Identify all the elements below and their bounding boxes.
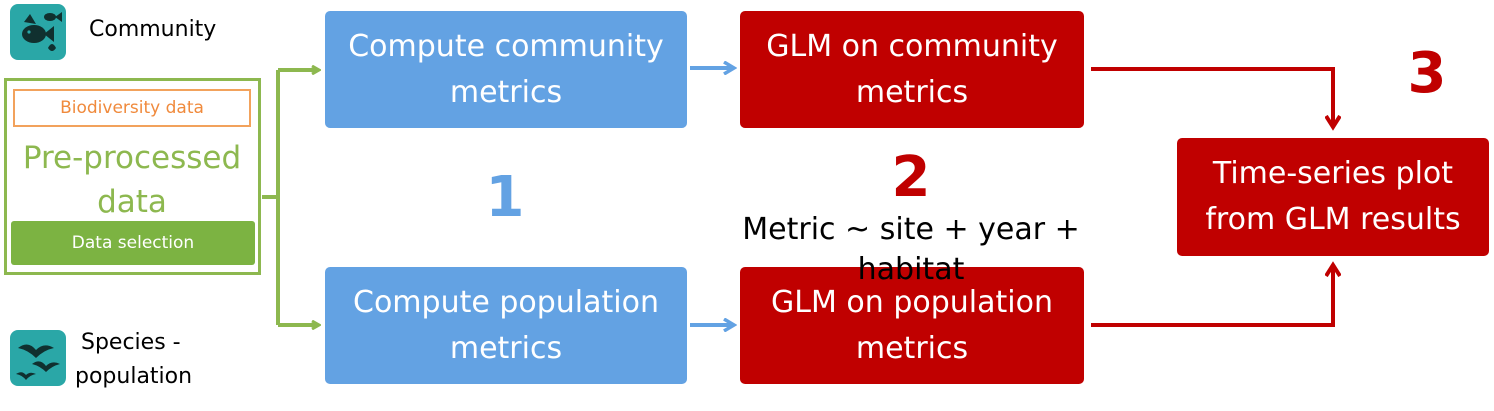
- glm-community-line1: GLM on community: [766, 28, 1058, 64]
- glm-population-line1: GLM on population: [771, 284, 1053, 320]
- time-series-line1: Time-series plot: [1212, 156, 1454, 191]
- compute-population-line2: metrics: [449, 330, 563, 366]
- glm-population-metrics-box: GLM on population metrics: [740, 267, 1084, 384]
- step-1-number: 1: [485, 165, 525, 230]
- step-2-number: 2: [891, 145, 931, 210]
- compute-community-line1: Compute community: [348, 28, 664, 64]
- glm-formula: Metric ~ site + year + habitat: [742, 212, 1080, 287]
- green-connector-trunk: [262, 70, 280, 325]
- time-series-plot-box: Time-series plot from GLM results: [1177, 138, 1489, 256]
- red-arrow-bottom: [1091, 266, 1333, 327]
- compute-community-line2: metrics: [449, 74, 563, 110]
- preprocessed-data-label: Pre-processed data: [13, 136, 251, 224]
- step-3-number: 3: [1407, 41, 1447, 106]
- fish-icon: [10, 4, 66, 60]
- compute-population-line1: Compute population: [353, 284, 659, 320]
- species-label-line1: Species -: [81, 330, 181, 355]
- compute-population-metrics-box: Compute population metrics: [325, 267, 687, 384]
- time-series-line2: from GLM results: [1205, 202, 1461, 237]
- biodiversity-data-box: Biodiversity data: [13, 89, 251, 127]
- preprocessed-line1: Pre-processed: [22, 140, 242, 176]
- red-arrow-top: [1091, 67, 1333, 126]
- glm-community-metrics-box: GLM on community metrics: [740, 11, 1084, 128]
- birds-icon: [10, 330, 66, 386]
- data-selection-box: Data selection: [11, 221, 255, 265]
- glm-population-line2: metrics: [855, 330, 969, 366]
- preprocessed-line2: data: [97, 184, 167, 220]
- glm-community-line2: metrics: [855, 74, 969, 110]
- species-label-line2: population: [75, 364, 193, 389]
- community-label: Community: [89, 17, 217, 42]
- compute-community-metrics-box: Compute community metrics: [325, 11, 687, 128]
